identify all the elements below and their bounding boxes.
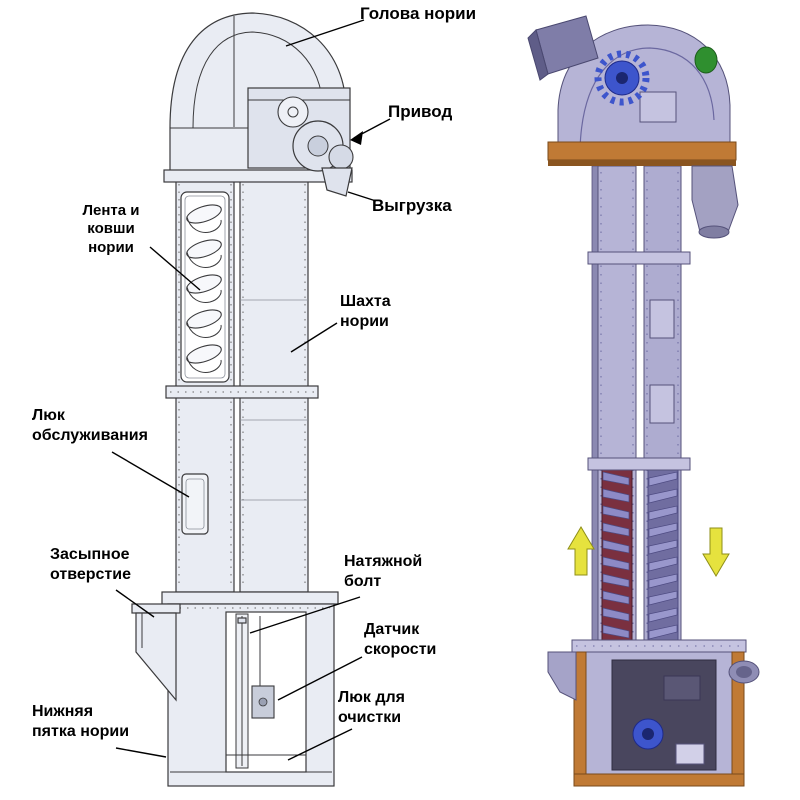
render-boot <box>547 639 760 787</box>
label-belt-and-buckets: Лента и ковши нории <box>82 202 140 256</box>
label-drive: Привод <box>388 102 453 121</box>
label-boot: Нижняя пятка нории <box>32 703 130 740</box>
boot-section <box>161 591 339 787</box>
belt-and-buckets-cutaway <box>180 191 230 383</box>
shaft-leg-right <box>239 177 309 593</box>
down-arrow <box>702 527 730 577</box>
label-speed-sensor: Датчик скорости <box>364 621 437 658</box>
render-drive-motor <box>527 15 599 81</box>
render-head <box>527 15 739 239</box>
render-head-panel <box>639 91 677 123</box>
render-flange <box>587 251 691 265</box>
label-shaft: Шахта нории <box>340 293 391 330</box>
render-boot-hopper <box>547 651 577 701</box>
elevator-3d-render <box>527 15 760 787</box>
label-head: Голова нории <box>360 4 477 23</box>
feed-hopper <box>131 603 181 702</box>
label-tension-bolt: Натяжной болт <box>344 553 423 590</box>
render-shaft-hatch <box>649 384 675 424</box>
render-discharge-spout <box>691 165 739 239</box>
render-belt-cutaway <box>601 469 679 645</box>
shaft-flange <box>165 385 319 399</box>
label-discharge: Выгрузка <box>372 196 452 215</box>
render-shaft-hatch <box>649 299 675 339</box>
discharge-spout <box>321 167 353 197</box>
render-head-frame <box>547 141 737 161</box>
render-boot-port <box>728 660 760 684</box>
elevator-line-drawing <box>111 12 391 787</box>
render-sprocket <box>594 50 650 106</box>
leader-lines <box>111 19 391 761</box>
drive-unit <box>247 87 354 172</box>
render-green-knob <box>694 46 718 74</box>
up-arrow <box>567 526 595 576</box>
label-service-hatch: Люк обслуживания <box>32 407 148 444</box>
label-cleaning-hatch: Люк для очистки <box>338 689 405 726</box>
render-flange <box>587 457 691 471</box>
service-hatch <box>181 473 209 535</box>
label-feed-opening: Засыпное отверстие <box>50 546 131 583</box>
speed-sensor <box>251 685 275 719</box>
render-shaft-shade <box>591 165 599 649</box>
